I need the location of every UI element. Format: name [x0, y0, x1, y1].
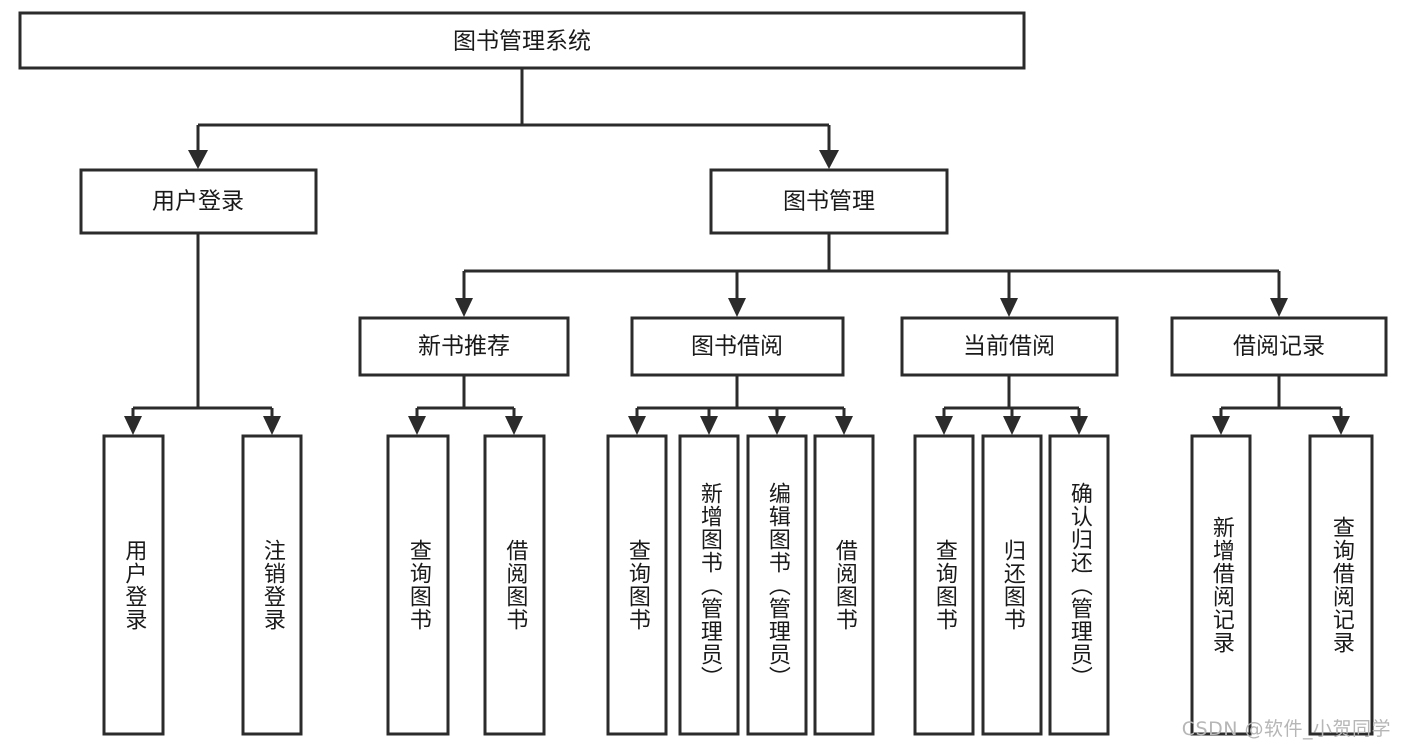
arrowhead-leaf-user-login	[124, 416, 142, 435]
connector-group-book-borrow	[628, 375, 853, 435]
connector-group-current-borrow	[935, 375, 1088, 435]
node-leaf-query-book-bo-rect[interactable]	[606, 434, 668, 736]
arrowhead-leaf-confirm-return	[1070, 416, 1088, 435]
arrowhead-current-borrow	[1000, 298, 1018, 317]
node-borrow-record-rect[interactable]	[1170, 316, 1388, 377]
node-leaf-logout-rect[interactable]	[241, 434, 303, 736]
node-borrow-record[interactable]: 借阅记录	[1170, 316, 1388, 377]
node-leaf-confirm-return-rect[interactable]	[1048, 434, 1110, 736]
connector-group-book-manage	[455, 233, 1288, 317]
arrowhead-new-book-recommend	[455, 298, 473, 317]
leaf-rect-group	[102, 434, 1374, 736]
node-root-rect[interactable]	[18, 11, 1026, 70]
node-current-borrow-rect[interactable]	[900, 316, 1119, 377]
arrowhead-leaf-query-book-cur	[935, 416, 953, 435]
arrowhead-leaf-borrow-book-bo	[835, 416, 853, 435]
arrowhead-leaf-query-book-bo	[628, 416, 646, 435]
node-leaf-query-record-rect[interactable]	[1308, 434, 1374, 736]
arrowhead-leaf-query-book-rec	[408, 416, 426, 435]
connector-group-borrow-record	[1212, 375, 1350, 435]
node-book-borrow-label: 图书借阅	[691, 334, 783, 360]
arrowhead-user-login	[188, 150, 208, 169]
node-new-book-recommend[interactable]: 新书推荐	[358, 316, 570, 377]
connector-group-new-book-recommend	[408, 375, 523, 435]
arrowhead-leaf-logout	[263, 416, 281, 435]
node-user-login[interactable]: 用户登录	[79, 168, 318, 235]
node-leaf-add-record-rect[interactable]	[1190, 434, 1252, 736]
arrowhead-leaf-borrow-book-rec	[505, 416, 523, 435]
arrowhead-book-manage	[819, 150, 839, 169]
node-leaf-user-login-rect[interactable]	[102, 434, 165, 736]
watermark-text: CSDN @软件_小贺同学	[1181, 718, 1391, 740]
node-current-borrow-label: 当前借阅	[963, 334, 1055, 360]
node-leaf-return-book-rect[interactable]	[981, 434, 1043, 736]
node-root-label: 图书管理系统	[453, 29, 591, 55]
node-user-login-rect[interactable]	[79, 168, 318, 235]
node-leaf-query-book-cur-rect[interactable]	[913, 434, 975, 736]
arrowhead-borrow-record	[1270, 298, 1288, 317]
node-book-manage[interactable]: 图书管理	[709, 168, 949, 235]
arrowhead-book-borrow	[728, 298, 746, 317]
node-user-login-label: 用户登录	[152, 189, 244, 215]
connector-group-root	[188, 68, 839, 169]
node-leaf-edit-book-rect[interactable]	[746, 434, 808, 736]
node-book-borrow[interactable]: 图书借阅	[630, 316, 845, 377]
node-new-book-recommend-label: 新书推荐	[418, 334, 510, 360]
node-borrow-record-label: 借阅记录	[1233, 334, 1325, 360]
node-current-borrow[interactable]: 当前借阅	[900, 316, 1119, 377]
arrowhead-leaf-query-record	[1332, 416, 1350, 435]
node-book-manage-rect[interactable]	[709, 168, 949, 235]
node-book-manage-label: 图书管理	[783, 189, 875, 215]
arrowhead-leaf-edit-book	[768, 416, 786, 435]
node-book-borrow-rect[interactable]	[630, 316, 845, 377]
node-leaf-query-book-rec-rect[interactable]	[386, 434, 450, 736]
node-leaf-borrow-book-bo-rect[interactable]	[813, 434, 875, 736]
node-new-book-recommend-rect[interactable]	[358, 316, 570, 377]
connector-group-user-login	[124, 233, 281, 435]
node-leaf-borrow-book-rec-rect[interactable]	[483, 434, 546, 736]
node-leaf-add-book-rect[interactable]	[678, 434, 740, 736]
arrowhead-leaf-add-record	[1212, 416, 1230, 435]
node-root[interactable]: 图书管理系统	[18, 11, 1026, 70]
arrowhead-leaf-return-book	[1003, 416, 1021, 435]
arrowhead-leaf-add-book	[700, 416, 718, 435]
